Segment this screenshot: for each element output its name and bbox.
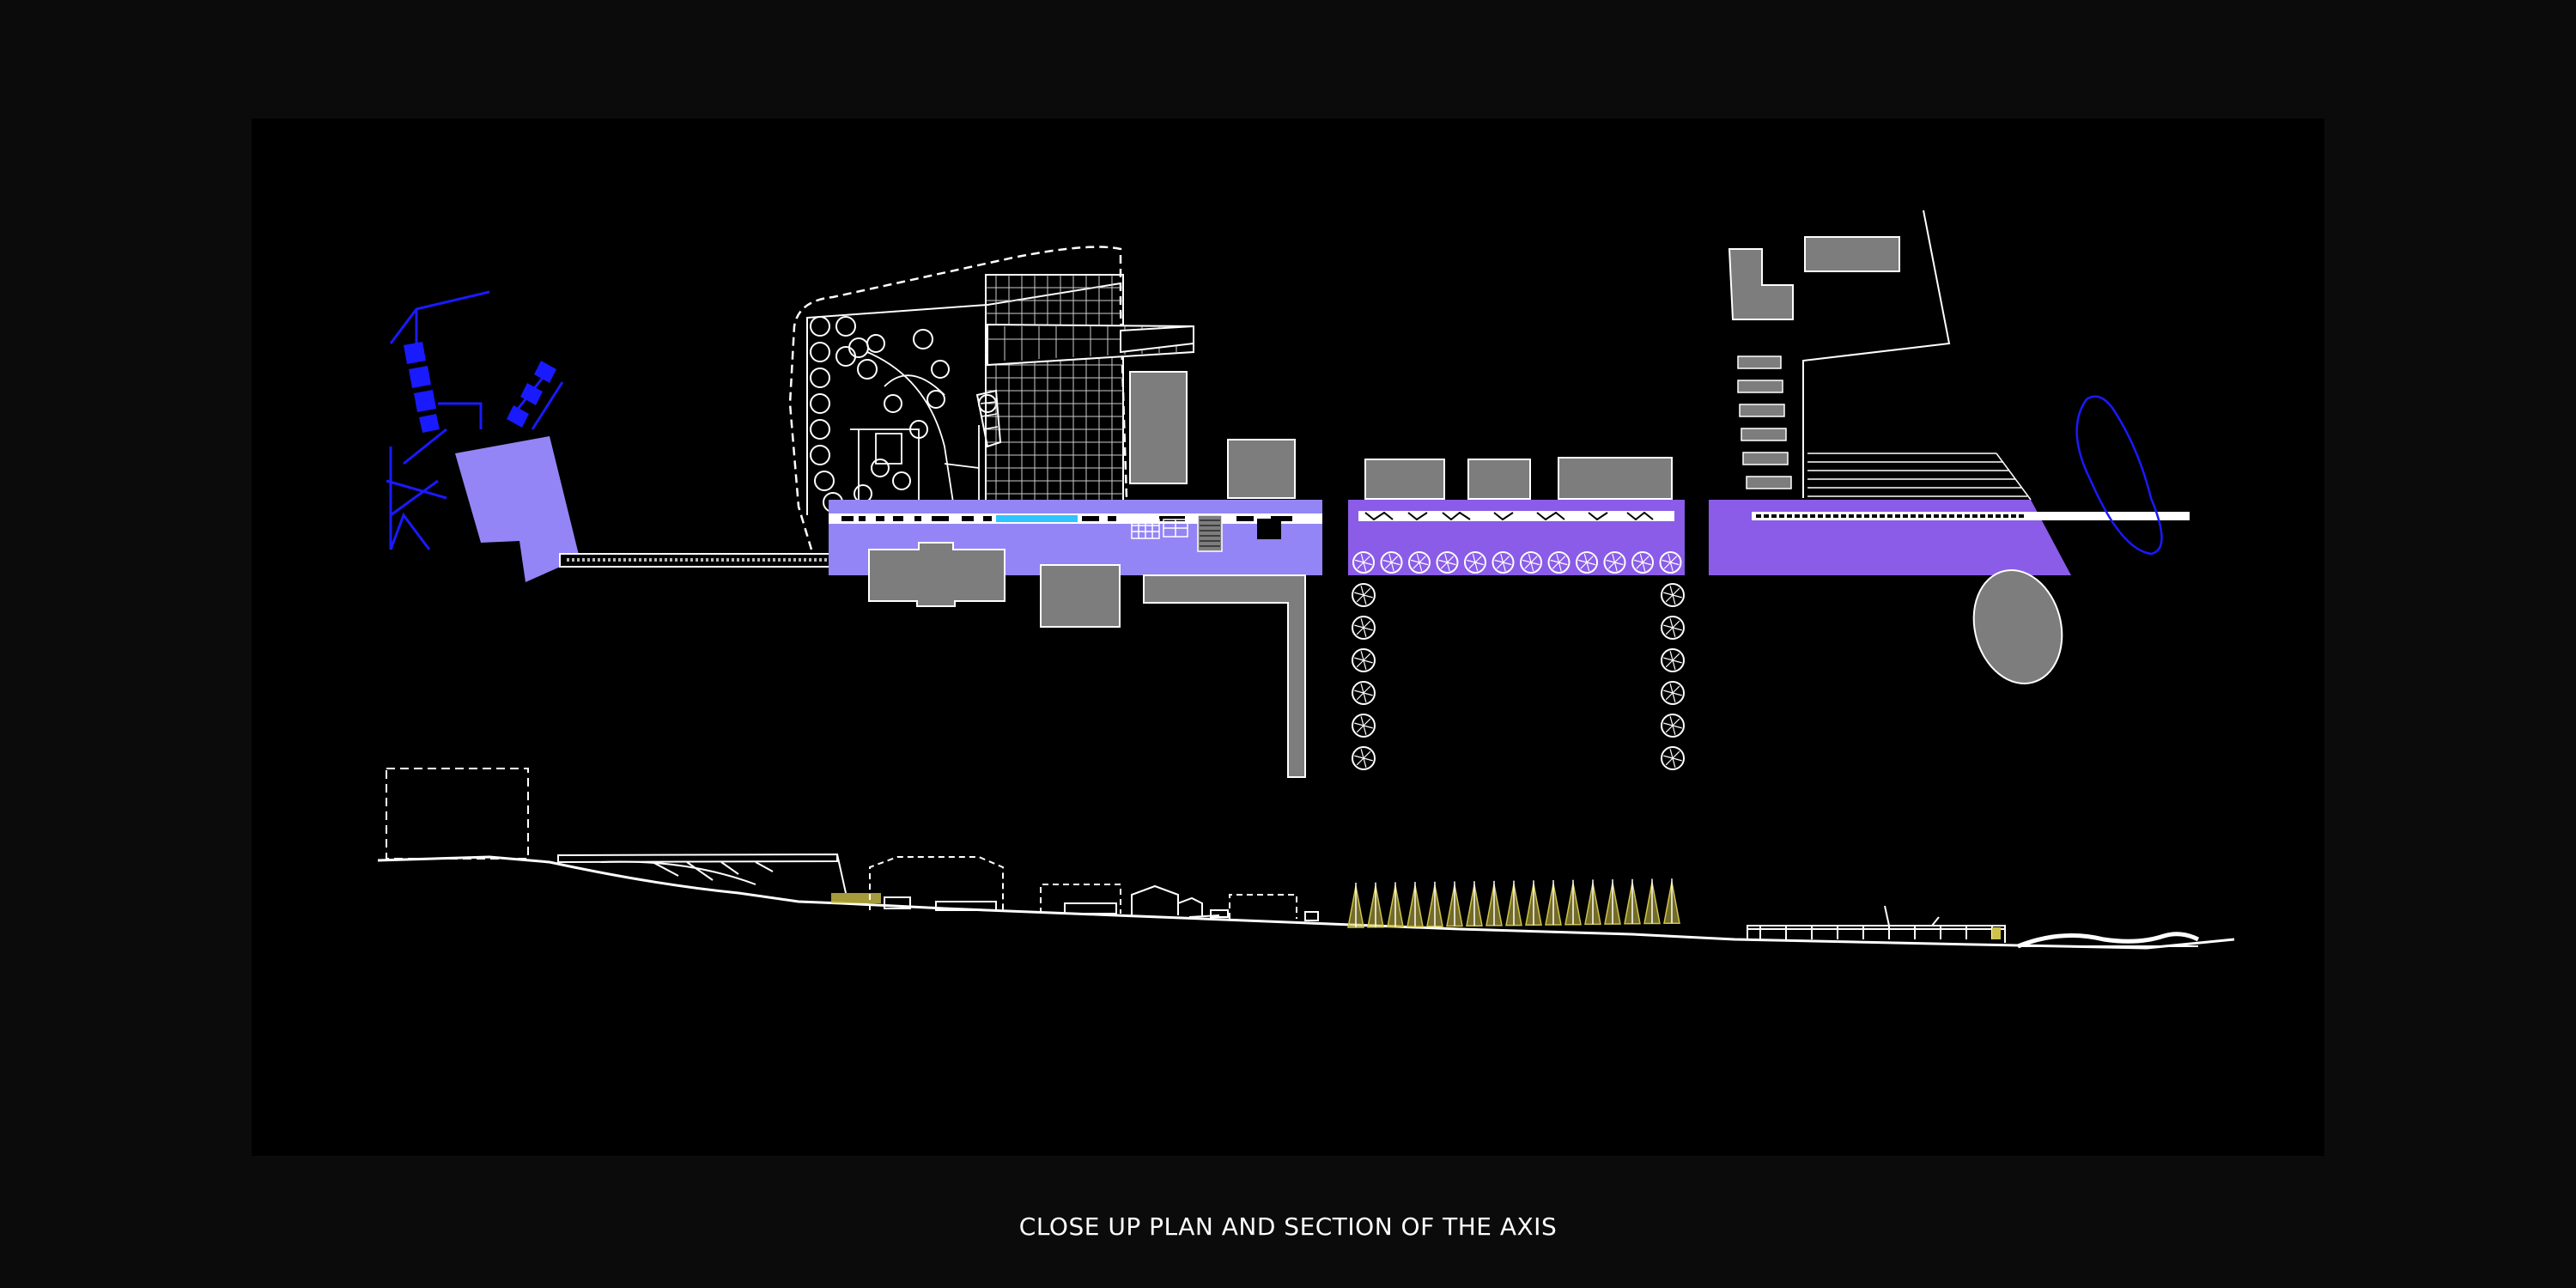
plan-central-segment bbox=[788, 246, 1322, 778]
building-block bbox=[1129, 371, 1188, 484]
axis-band-east bbox=[1709, 500, 2071, 575]
building-block-long bbox=[1143, 574, 1306, 778]
building-block bbox=[1558, 457, 1673, 500]
water-strip bbox=[996, 515, 1078, 522]
building-block bbox=[1040, 564, 1121, 628]
plan-east-segment bbox=[1709, 210, 2190, 684]
figure-caption: CLOSE UP PLAN AND SECTION OF THE AXIS bbox=[1018, 1212, 1558, 1241]
oval-building bbox=[1972, 569, 2063, 684]
grid-building bbox=[975, 274, 1194, 503]
building-block bbox=[1467, 459, 1531, 500]
building-block bbox=[1804, 236, 1900, 272]
plan-west-segment bbox=[386, 290, 844, 582]
building-block bbox=[1364, 459, 1445, 500]
building-block bbox=[1728, 248, 1794, 320]
building-block bbox=[868, 542, 1005, 607]
plan-tree-row-segment bbox=[1348, 457, 1685, 770]
building-block bbox=[1227, 439, 1296, 499]
west-plaza bbox=[455, 436, 580, 582]
section-elevation bbox=[377, 768, 2235, 950]
